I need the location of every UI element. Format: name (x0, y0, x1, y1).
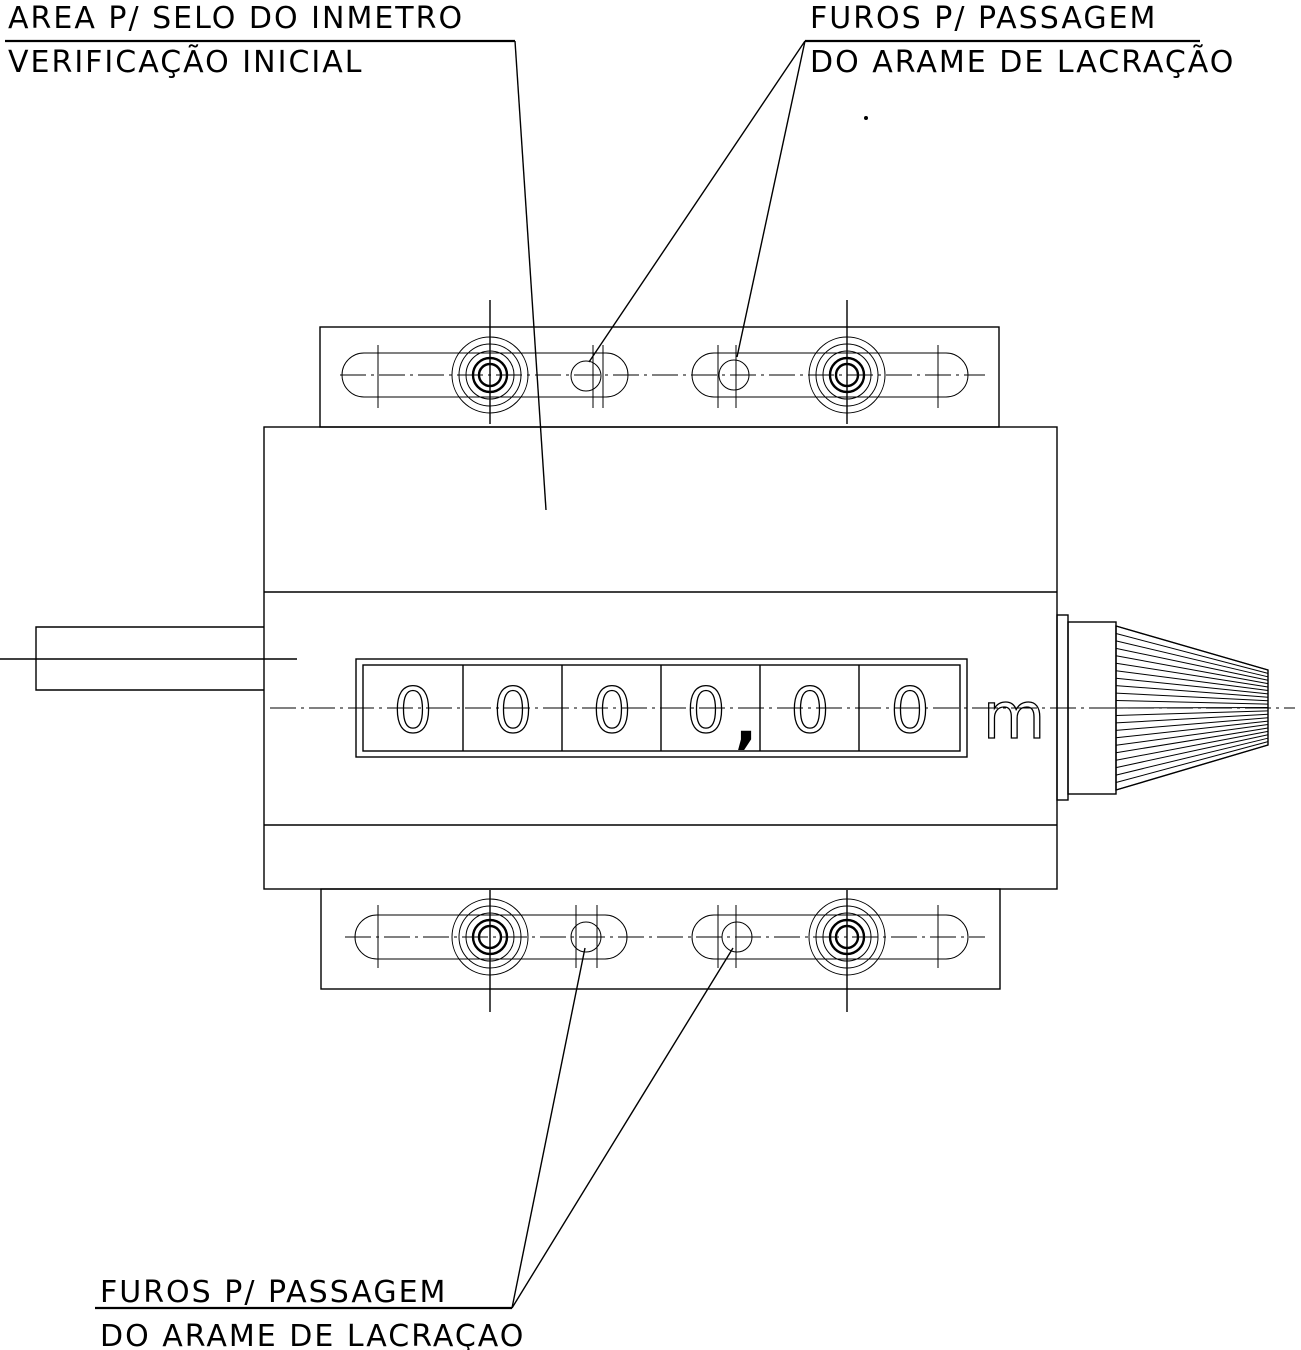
screw-head-icon (451, 890, 529, 1012)
knurl-line (1115, 700, 1269, 705)
knurl-line (1115, 717, 1269, 731)
knurled-knob-icon (1056, 614, 1269, 801)
screw-head-icon (451, 300, 529, 424)
counter-digit: 0 (686, 674, 725, 747)
screw-head-icon (808, 890, 886, 1012)
wire-hole-icon (570, 921, 602, 953)
knurl-line (1115, 734, 1269, 769)
decimal-separator: , (735, 688, 757, 756)
label-holes-bottom-line2: DO ARAME DE LACRAÇAO (100, 1319, 525, 1350)
stray-mark (864, 116, 868, 120)
label-seal-area-line1: AREA P/ SELO DO INMETRO (8, 1, 464, 36)
knurl-line (1115, 633, 1269, 674)
knurl-line (1115, 744, 1269, 791)
knurl-line (1115, 677, 1269, 695)
knurl-line (1115, 710, 1269, 716)
knurl-line (1115, 727, 1269, 754)
label-holes-bottom-line1: FUROS P/ PASSAGEM (100, 1275, 447, 1310)
knurl-line (1115, 741, 1269, 783)
knurl-line (1115, 670, 1269, 691)
counter-digit: 0 (393, 674, 432, 747)
counter-display: 0 0 0 0 , 0 0 m (355, 658, 1046, 758)
bottom-mounting-plate (320, 888, 1001, 1012)
knurl-line (1115, 720, 1269, 739)
wire-hole-icon (721, 921, 753, 953)
wire-hole-icon (718, 359, 750, 391)
knurl-line (1115, 692, 1269, 702)
label-holes-top-line1: FUROS P/ PASSAGEM (810, 1, 1157, 36)
left-shaft (0, 626, 297, 691)
knurl-line (1115, 662, 1269, 688)
knurl-line (1115, 640, 1269, 678)
leader-hole-top-right (736, 40, 806, 358)
leader-seal-area (514, 40, 547, 511)
counter-body (263, 426, 1058, 890)
top-plate-outline (319, 326, 1000, 428)
knurl-line (1115, 713, 1269, 724)
leader-hole-bottom-right (511, 947, 734, 1309)
counter-digit: 0 (790, 674, 829, 747)
knurl-line (1115, 730, 1269, 761)
leader-lines (511, 40, 806, 1309)
knurl-line (1115, 737, 1269, 776)
top-mounting-plate (319, 300, 1000, 428)
label-seal-area-line2: VERIFICAÇÃO INICIAL (8, 44, 363, 80)
wire-hole-icon (570, 360, 602, 392)
bottom-slot-right (691, 914, 969, 960)
counter-digit: 0 (592, 674, 631, 747)
knurl-line (1115, 647, 1269, 681)
knurl-line (1115, 625, 1269, 671)
knurl-line (1115, 724, 1269, 746)
leader-hole-bottom-left (511, 947, 586, 1309)
screw-head-icon (808, 300, 886, 424)
counter-digit: 0 (890, 674, 929, 747)
counter-digit: 0 (493, 674, 532, 747)
leader-hole-top-left (588, 40, 806, 363)
body-outline (263, 426, 1058, 890)
label-holes-top-line2: DO ARAME DE LACRAÇÃO (810, 44, 1235, 80)
bottom-plate-outline (320, 888, 1001, 990)
unit-label: m (983, 680, 1045, 754)
knurl-line (1115, 685, 1269, 698)
knurl-line (1115, 655, 1269, 685)
